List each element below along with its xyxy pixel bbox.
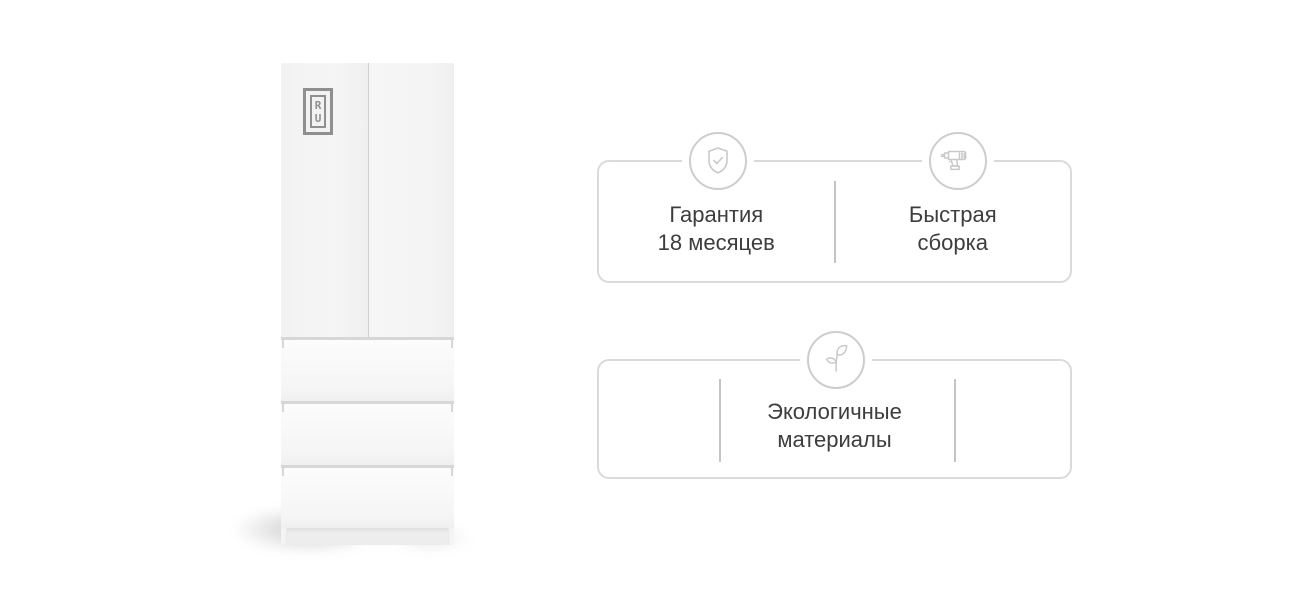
feature-card-eco: Экологичные материалы — [597, 331, 1072, 479]
feature-assembly: Быстрая сборка — [836, 162, 1071, 281]
feature-warranty: Гарантия 18 месяцев — [599, 162, 834, 281]
wardrobe-drawers — [281, 337, 454, 529]
feature-eco-line2: материалы — [777, 427, 892, 452]
drill-icon — [940, 150, 967, 171]
wardrobe-body: R U — [281, 63, 454, 545]
brand-logo: R U — [303, 88, 333, 135]
card-row: Гарантия 18 месяцев Быстрая сборка — [599, 162, 1070, 281]
feature-warranty-line1: Гарантия — [669, 201, 764, 227]
door-split-line — [367, 63, 369, 337]
product-image-wardrobe: R U — [229, 63, 472, 555]
feature-eco-line1: Экологичные — [767, 399, 902, 424]
drawer-2 — [281, 401, 454, 465]
brand-logo-letter-r: R — [314, 98, 322, 112]
wardrobe-doors: R U — [281, 63, 454, 337]
feature-assembly-line1: Быстрая — [908, 201, 997, 227]
drawer-3 — [281, 465, 454, 529]
card-divider — [954, 379, 956, 462]
card-row: Экологичные материалы — [599, 361, 1070, 477]
leaf-icon-circle — [807, 331, 865, 389]
brand-logo-letter-u: U — [314, 111, 322, 125]
drill-icon-circle — [929, 132, 987, 190]
leaf-icon — [825, 344, 848, 372]
card-divider — [833, 180, 836, 263]
feature-warranty-line2: 18 месяцев — [657, 229, 775, 255]
drawer-1 — [281, 337, 454, 401]
brand-logo-letters: R U — [310, 95, 326, 128]
feature-eco: Экологичные материалы — [599, 361, 1070, 477]
shield-check-icon — [708, 147, 728, 174]
feature-card-warranty-assembly: Гарантия 18 месяцев Быстрая сборка — [597, 132, 1072, 283]
wardrobe-plinth — [281, 528, 454, 545]
card-divider — [719, 379, 721, 462]
feature-assembly-line2: сборка — [917, 229, 988, 255]
shield-check-icon-circle — [689, 132, 747, 190]
wardrobe-door-right — [367, 63, 454, 337]
